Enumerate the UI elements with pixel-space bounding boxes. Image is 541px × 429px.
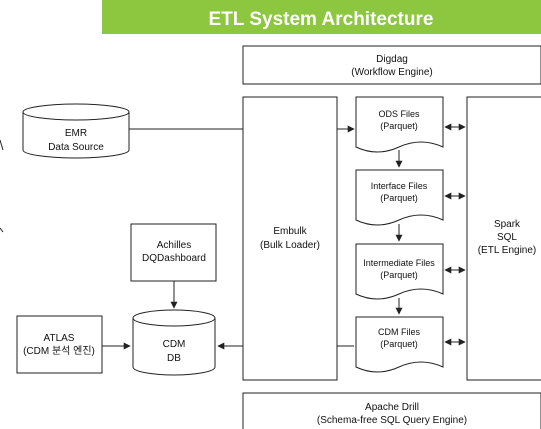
title-background bbox=[102, 0, 541, 34]
embulk-node: Embulk (Bulk Loader) bbox=[242, 96, 338, 381]
interface-label-line2: (Parquet) bbox=[380, 193, 418, 203]
interface-files-node: Interface Files (Parquet) bbox=[355, 169, 444, 226]
intermediate-label-line1: Intermediate Files bbox=[363, 258, 435, 268]
drill-label-line1: Apache Drill bbox=[365, 402, 419, 413]
emr-data-source-node: EMR Data Source bbox=[22, 103, 130, 159]
cdm-db-node: CDM DB bbox=[132, 309, 216, 376]
spark-label-line2: SQL bbox=[497, 232, 517, 243]
apache-drill-node: Apache Drill (Schema-free SQL Query Engi… bbox=[242, 392, 541, 429]
spark-label-line3: (ETL Engine) bbox=[478, 245, 537, 256]
cdm-db-label-line1: CDM bbox=[163, 339, 186, 350]
diagram-title: ETL System Architecture bbox=[209, 9, 434, 30]
ods-label-line1: ODS Files bbox=[378, 109, 420, 119]
edges bbox=[102, 123, 466, 350]
atlas-label-line2: (CDM 분석 엔진) bbox=[23, 345, 95, 357]
interface-label-line1: Interface Files bbox=[371, 181, 428, 191]
cdm-files-label-line2: (Parquet) bbox=[380, 339, 418, 349]
ods-label-line2: (Parquet) bbox=[380, 121, 418, 131]
intermediate-files-node: Intermediate Files (Parquet) bbox=[355, 243, 444, 300]
achilles-label-line2: DQDashboard bbox=[142, 253, 206, 264]
cdm-db-label-line2: DB bbox=[167, 353, 181, 364]
cdm-files-node: CDM Files (Parquet) bbox=[355, 316, 444, 373]
digdag-label-line2: (Workflow Engine) bbox=[351, 67, 433, 78]
intermediate-label-line2: (Parquet) bbox=[380, 270, 418, 280]
spark-label-line1: Spark bbox=[494, 219, 521, 230]
emr-label-line1: EMR bbox=[65, 128, 87, 139]
digdag-label-line1: Digdag bbox=[376, 54, 408, 65]
embulk-label-line1: Embulk bbox=[273, 226, 307, 237]
achilles-node: Achilles DQDashboard bbox=[130, 223, 217, 282]
title-banner: ETL System Architecture bbox=[102, 0, 541, 34]
atlas-node: ATLAS (CDM 분석 엔진) bbox=[16, 315, 103, 374]
spark-sql-node: Spark SQL (ETL Engine) bbox=[466, 96, 541, 381]
embulk-label-line2: (Bulk Loader) bbox=[260, 240, 320, 251]
emr-label-line2: Data Source bbox=[48, 142, 104, 153]
achilles-label-line1: Achilles bbox=[157, 240, 191, 251]
left-edge-marks bbox=[0, 139, 4, 233]
cdm-files-label-line1: CDM Files bbox=[378, 327, 420, 337]
atlas-label-line1: ATLAS bbox=[44, 333, 75, 344]
ods-files-node: ODS Files (Parquet) bbox=[355, 96, 444, 153]
drill-label-line2: (Schema-free SQL Query Engine) bbox=[317, 415, 467, 426]
digdag-node: Digdag (Workflow Engine) bbox=[242, 45, 541, 85]
